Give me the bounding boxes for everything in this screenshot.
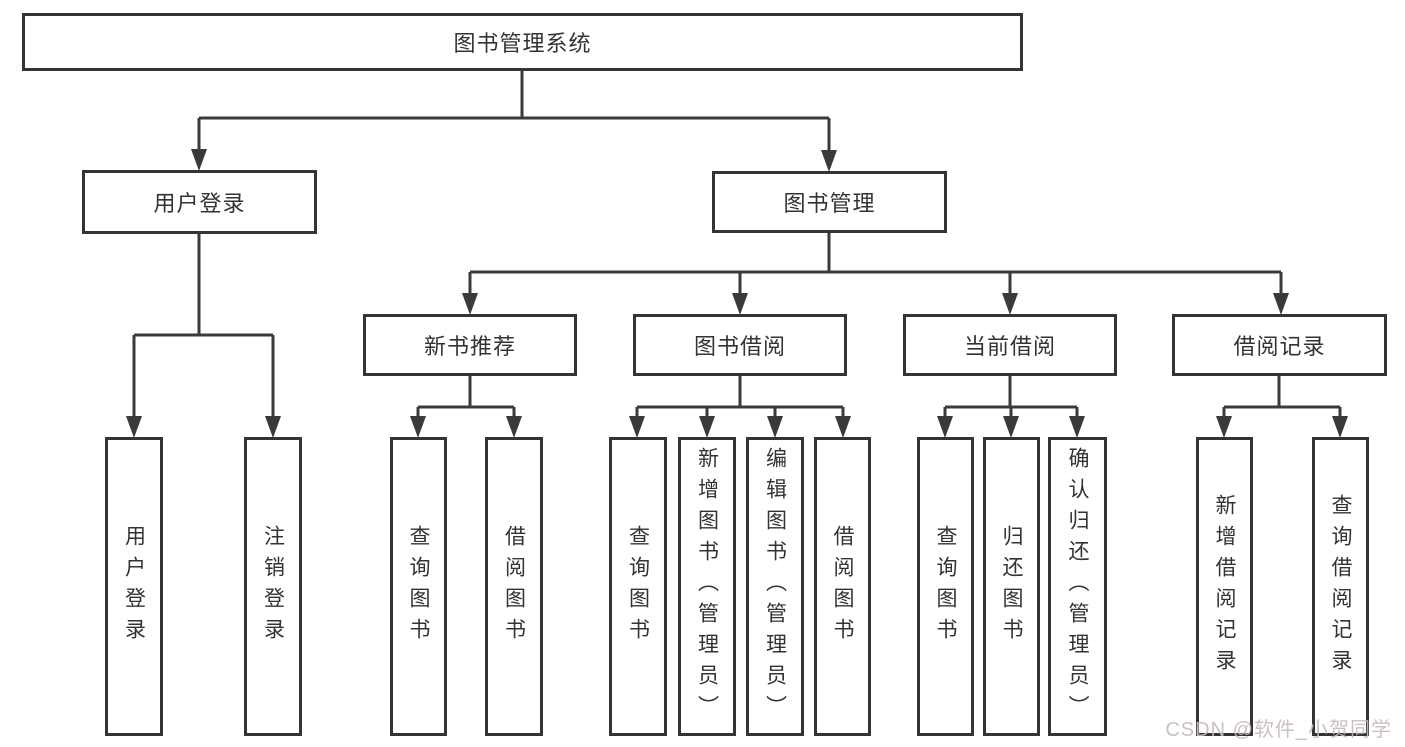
leaf-query-books-recommend-label: 查询图书 (407, 524, 430, 649)
leaf-add-book-admin-label: 新增图书（管理员） (695, 447, 719, 726)
leaf-query-books-current-label: 查询图书 (934, 524, 957, 649)
node-new-book-recommend: 新书推荐 (363, 314, 577, 376)
node-borrow-records: 借阅记录 (1172, 314, 1387, 376)
leaf-borrow-books-borrowing-label: 借阅图书 (831, 524, 854, 649)
tree-edges (132, 70, 1342, 420)
leaf-confirm-return-admin: 确认归还（管理员） (1048, 437, 1107, 736)
node-user-login: 用户登录 (82, 170, 317, 234)
node-borrow-records-label: 借阅记录 (1233, 334, 1326, 359)
leaf-query-books-borrowing-label: 查询图书 (626, 524, 650, 649)
node-current-borrowing-label: 当前借阅 (963, 334, 1056, 359)
node-book-management: 图书管理 (712, 171, 947, 233)
leaf-borrow-books-recommend-label: 借阅图书 (502, 524, 526, 649)
leaf-add-borrow-record-label: 新增借阅记录 (1213, 493, 1236, 680)
leaf-borrow-books-borrowing: 借阅图书 (814, 437, 871, 736)
leaf-query-borrow-record: 查询借阅记录 (1312, 437, 1369, 736)
node-user-login-label: 用户登录 (153, 191, 246, 216)
leaf-return-book: 归还图书 (983, 437, 1040, 736)
leaf-logout-label: 注销登录 (261, 524, 285, 649)
node-book-borrowing-label: 图书借阅 (693, 334, 786, 359)
leaf-edit-book-admin-label: 编辑图书（管理员） (763, 447, 787, 726)
node-book-borrowing: 图书借阅 (633, 314, 847, 376)
leaf-add-book-admin: 新增图书（管理员） (678, 437, 736, 736)
leaf-confirm-return-admin-label: 确认归还（管理员） (1066, 447, 1089, 726)
leaf-query-borrow-record-label: 查询借阅记录 (1329, 493, 1352, 680)
leaf-query-books-recommend: 查询图书 (390, 437, 447, 736)
leaf-user-login-label: 用户登录 (122, 524, 146, 649)
csdn-watermark: CSDN @软件_小贺同学 (1165, 719, 1392, 741)
node-root-system: 图书管理系统 (22, 13, 1023, 71)
node-root-label: 图书管理系统 (453, 31, 592, 56)
node-new-book-recommend-label: 新书推荐 (423, 334, 516, 359)
node-current-borrowing: 当前借阅 (903, 314, 1117, 376)
leaf-query-books-borrowing: 查询图书 (609, 437, 667, 736)
arrowhead-icons (126, 149, 1348, 438)
leaf-logout: 注销登录 (244, 437, 302, 736)
leaf-return-book-label: 归还图书 (1000, 524, 1023, 649)
leaf-edit-book-admin: 编辑图书（管理员） (746, 437, 804, 736)
leaf-add-borrow-record: 新增借阅记录 (1196, 437, 1253, 736)
node-book-management-label: 图书管理 (783, 191, 876, 216)
leaf-borrow-books-recommend: 借阅图书 (485, 437, 543, 736)
leaf-user-login: 用户登录 (105, 437, 163, 736)
leaf-query-books-current: 查询图书 (917, 437, 974, 736)
